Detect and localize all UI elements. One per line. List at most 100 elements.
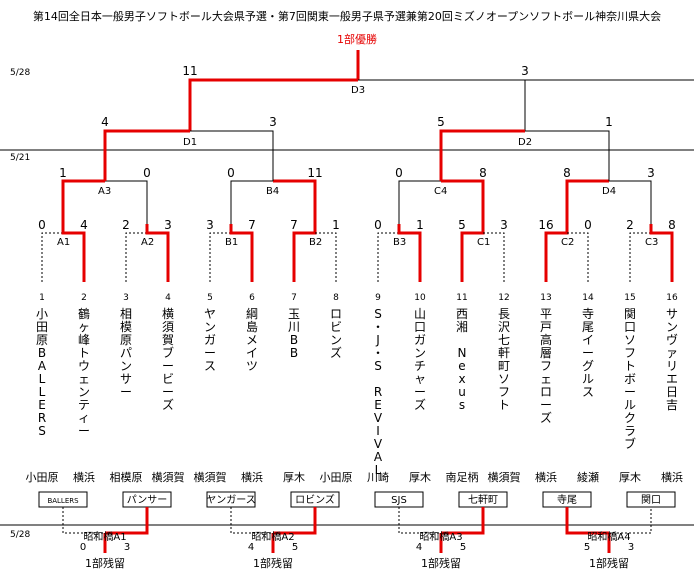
c4-left-arm (398, 180, 441, 224)
team-number: 9 (375, 293, 381, 303)
score-d2-left: 5 (437, 115, 445, 129)
placement-result: 1部残留 (421, 556, 461, 570)
team-name: 寺尾イーグルス (582, 307, 594, 399)
team-name: 綱島メイツ (246, 307, 258, 373)
c1-right-arm (483, 232, 505, 282)
team-name: 横須賀ブービーズ (162, 307, 174, 412)
placement-left-arm (62, 507, 105, 534)
team-name: サンヴァリエ日吉 (666, 307, 678, 412)
c3-left-arm (629, 232, 651, 282)
placement-section: 小田原横浜相模原横須賀横須賀横浜厚木小田原川崎厚木南足柄横須賀横浜綾瀬厚木横浜B… (26, 470, 684, 570)
date-early: 5/21 (10, 153, 30, 163)
c3-right-arm (649, 224, 674, 282)
placement-region: 厚木 (619, 471, 641, 484)
a3-left-arm (61, 179, 105, 224)
match-label-c3: C3 (645, 237, 658, 248)
placement-region: 横須賀 (194, 470, 227, 484)
placement-region: 厚木 (409, 471, 431, 484)
placement-right-arm (609, 507, 652, 534)
placement-team-label: 関口 (641, 494, 661, 506)
team-number: 14 (582, 293, 594, 303)
score-a3-left: 1 (59, 166, 67, 180)
placement-score-right: 3 (628, 542, 634, 553)
placement-match-label: 昭和橋A1 (83, 530, 126, 543)
match-label-d3: D3 (351, 85, 365, 96)
c1-left-arm (460, 224, 485, 282)
team-number: 10 (414, 293, 426, 303)
team-number: 2 (81, 293, 87, 303)
team-number: 8 (333, 293, 339, 303)
placement-result: 1部残留 (85, 556, 125, 570)
placement-region: 綾瀬 (577, 470, 599, 484)
team-number: 12 (498, 293, 509, 303)
placement-score-left: 0 (80, 542, 86, 553)
score-d3-left: 11 (182, 64, 197, 78)
placement-region: 横浜 (535, 470, 557, 484)
placement-result: 1部残留 (589, 556, 629, 570)
champion-label: 1部優勝 (337, 32, 377, 46)
b4-left-arm (230, 180, 273, 224)
team-name: 山口ガンチャーズ (414, 307, 426, 412)
score-a2-right: 3 (164, 218, 172, 232)
placement-team-label: ロビンズ (295, 493, 335, 506)
b2-left-arm (292, 224, 317, 282)
c2-left-arm (544, 224, 569, 282)
score-d4-left: 8 (563, 166, 571, 180)
placement-region: 南足柄 (446, 471, 479, 484)
b1-left-arm (209, 232, 231, 282)
b3-left-arm (377, 232, 399, 282)
date-placement: 5/28 (10, 530, 30, 540)
b3-right-arm (397, 224, 422, 282)
score-b3-left: 0 (374, 218, 382, 232)
placement-score-left: 5 (584, 542, 590, 553)
d3-right-arm (358, 79, 526, 131)
d1-right-arm (190, 130, 274, 173)
match-label-c2: C2 (561, 237, 574, 248)
date-final: 5/28 (10, 68, 30, 78)
placement-left-arm (398, 507, 441, 534)
score-a1-left: 0 (38, 218, 46, 232)
team-number: 1 (39, 293, 45, 303)
a3-right-arm (105, 180, 148, 224)
page-title: 第14回全日本一般男子ソフトボール大会県予選・第7回関東一般男子県予選兼第20回… (33, 9, 661, 23)
score-c2-right: 0 (584, 218, 592, 232)
placement-right-arm (441, 507, 485, 535)
score-a1-right: 4 (80, 218, 88, 232)
score-c1-right: 3 (500, 218, 508, 232)
match-label-a2: A2 (141, 237, 154, 248)
score-b1-left: 3 (206, 218, 214, 232)
placement-region: 横須賀 (488, 470, 521, 484)
team-number: 15 (624, 293, 635, 303)
team-name: ロビンズ (330, 307, 342, 360)
placement-region: 横須賀 (152, 470, 185, 484)
placement-score-left: 4 (416, 542, 422, 553)
match-label-d4: D4 (602, 186, 616, 197)
score-c4-left: 0 (395, 166, 403, 180)
placement-left-arm (230, 507, 273, 534)
team-number: 16 (666, 293, 678, 303)
placement-match-label: 昭和橋A3 (419, 530, 462, 543)
score-a3-right: 0 (143, 166, 151, 180)
placement-score-right: 5 (292, 542, 298, 553)
placement-team-label: ヤンガース (206, 494, 256, 506)
placement-team-box (626, 491, 676, 508)
team-number: 4 (165, 293, 171, 303)
d4-right-arm (609, 180, 652, 224)
a2-left-arm (125, 232, 147, 282)
score-b3-right: 1 (416, 218, 424, 232)
team-name: 関口ソフトボールクラブ (624, 307, 636, 451)
placement-match-label: 昭和橋A2 (251, 530, 294, 543)
placement-region: 相模原 (110, 471, 143, 484)
d3-left-arm (188, 78, 358, 131)
d1-left-arm (103, 129, 190, 173)
placement-left-arm (565, 507, 609, 535)
team-name: 鶴ヶ峰トウェンティー (78, 306, 90, 438)
match-label-a3: A3 (98, 186, 111, 197)
score-d1-right: 3 (269, 115, 277, 129)
team-name: 長沢七軒町ソフト (498, 307, 510, 412)
match-label-d1: D1 (183, 137, 197, 148)
